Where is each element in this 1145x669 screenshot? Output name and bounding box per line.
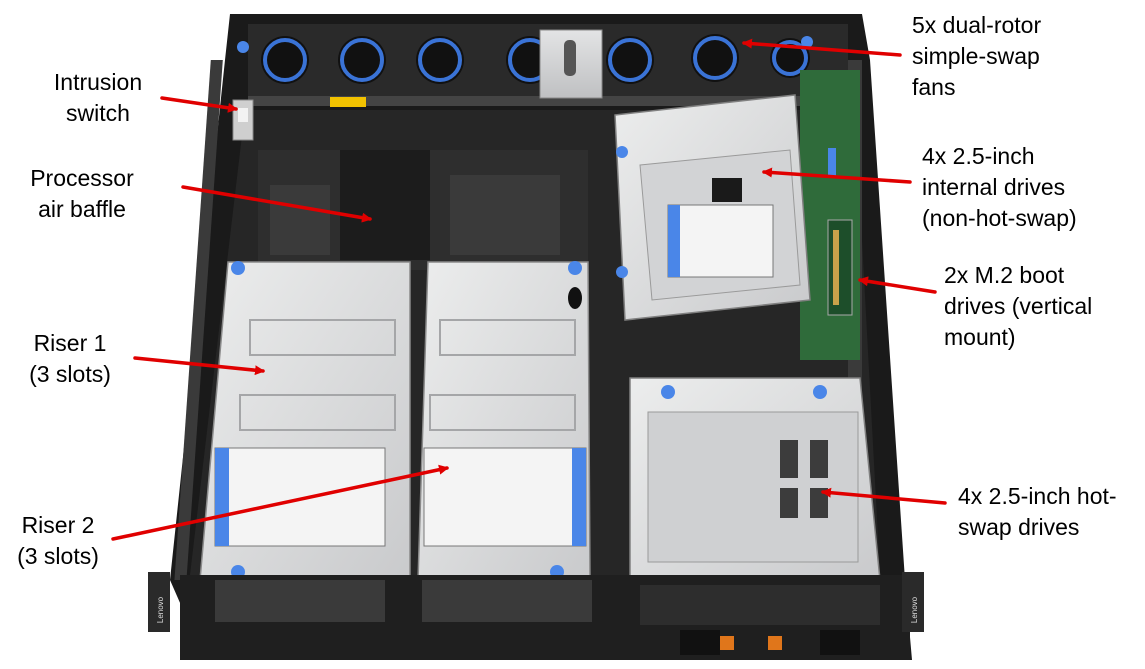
brand-mark-right: Lenovo [910,596,919,623]
intrusion-switch-label-line-1: Intrusion [53,69,143,95]
hot-swap-drives-label-line-2: swap drives [958,514,1080,540]
intrusion-switch-part [232,99,254,141]
fan-6 [691,34,739,82]
arrow-hot-swap-drives [821,487,947,505]
intrusion-switch-label: Intrusion switch [44,67,152,129]
internal-drives-label-line-1: 4x 2.5-inch [922,143,1035,169]
hot-swap-drives-label-line-1: 4x 2.5-inch hot- [958,483,1117,509]
fan-5 [606,36,654,84]
arrow-fans [742,38,902,57]
processor-air-baffle-label: Processor air baffle [16,163,148,225]
m2-boot-drives-label-line-3: mount) [944,324,1016,350]
m2-boot-drives-label: 2x M.2 boot drives (vertical mount) [944,260,1092,353]
arrow-riser-1 [133,356,265,376]
riser-2-cage [417,261,591,581]
riser-2-label: Riser 2 (3 slots) [4,510,112,572]
m2-boot-drives-label-line-1: 2x M.2 boot [944,262,1065,288]
riser-1-cage [199,261,411,581]
internal-drives-label-line-3: (non-hot-swap) [922,205,1077,231]
rear-panel: Lenovo Lenovo [148,572,924,660]
callout-arrows [111,38,947,541]
brand-mark-left: Lenovo [156,596,165,623]
fan-assembly [237,24,848,107]
arrow-processor-air-baffle [181,185,372,223]
internal-drive-cage [614,70,860,360]
fans-label-line-3: fans [912,74,956,100]
riser-2-label-line-2: (3 slots) [17,543,99,569]
hot-swap-drives-label: 4x 2.5-inch hot- swap drives [958,481,1117,543]
riser-1-label-line-1: Riser 1 [33,330,107,356]
fans-label: 5x dual-rotor simple-swap fans [912,10,1041,103]
arrow-riser-2 [111,464,449,541]
fans-label-line-2: simple-swap [912,43,1040,69]
internal-drives-label: 4x 2.5-inch internal drives (non-hot-swa… [922,141,1077,234]
processor-air-baffle-label-line-1: Processor [30,165,134,191]
arrow-intrusion-switch [160,96,238,113]
arrow-internal-drives [762,167,912,184]
riser-1-label-line-2: (3 slots) [29,361,111,387]
intrusion-switch-label-line-2: switch [66,100,130,126]
m2-boot-drives-label-line-2: drives (vertical [944,293,1093,319]
arrow-m2-boot-drives [858,276,937,294]
processor-air-baffle-label-line-2: air baffle [38,196,126,222]
riser-1-label: Riser 1 (3 slots) [16,328,124,390]
fan-3 [416,36,464,84]
m2-boot-drives-part [827,219,853,316]
fans-label-line-1: 5x dual-rotor [912,12,1042,38]
riser-2-label-line-1: Riser 2 [21,512,95,538]
internal-drives-label-line-2: internal drives [922,174,1066,200]
fan-1 [261,36,309,84]
fan-2 [338,36,386,84]
hot-swap-drive-cage [629,377,881,581]
